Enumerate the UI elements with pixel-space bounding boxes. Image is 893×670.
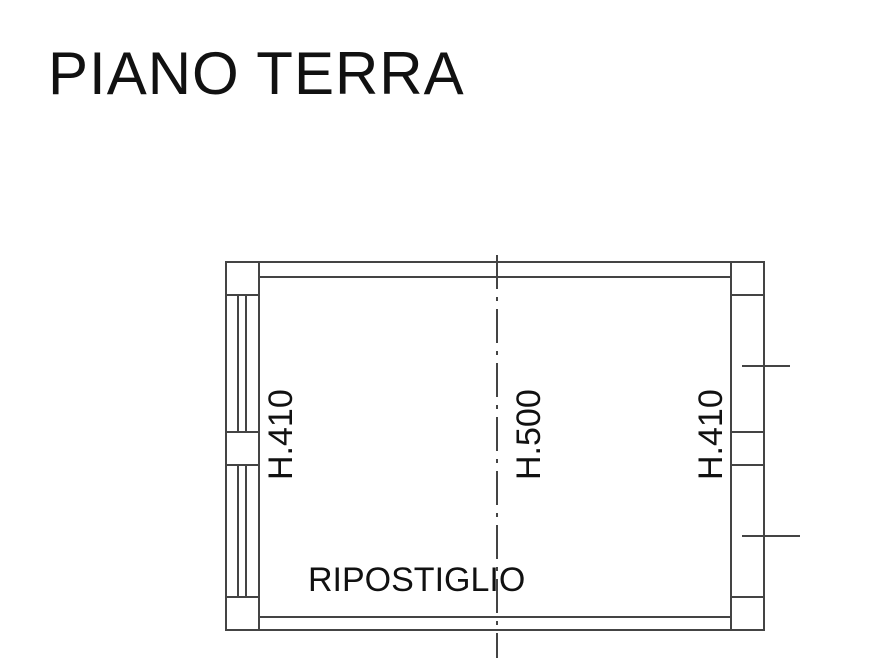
room-name: RIPOSTIGLIO xyxy=(308,561,525,599)
height-label-left: H.410 xyxy=(262,389,300,480)
pillar-bottom-left xyxy=(225,596,260,631)
pillar-top-left xyxy=(225,261,260,296)
pillar-top-right xyxy=(730,261,765,296)
pillar-mid-left xyxy=(225,431,260,466)
pillar-bottom-right xyxy=(730,596,765,631)
height-label-center: H.500 xyxy=(510,389,548,480)
pillar-mid-right xyxy=(730,431,765,466)
floor-title: PIANO TERRA xyxy=(48,40,465,107)
height-label-right: H.410 xyxy=(692,389,730,480)
